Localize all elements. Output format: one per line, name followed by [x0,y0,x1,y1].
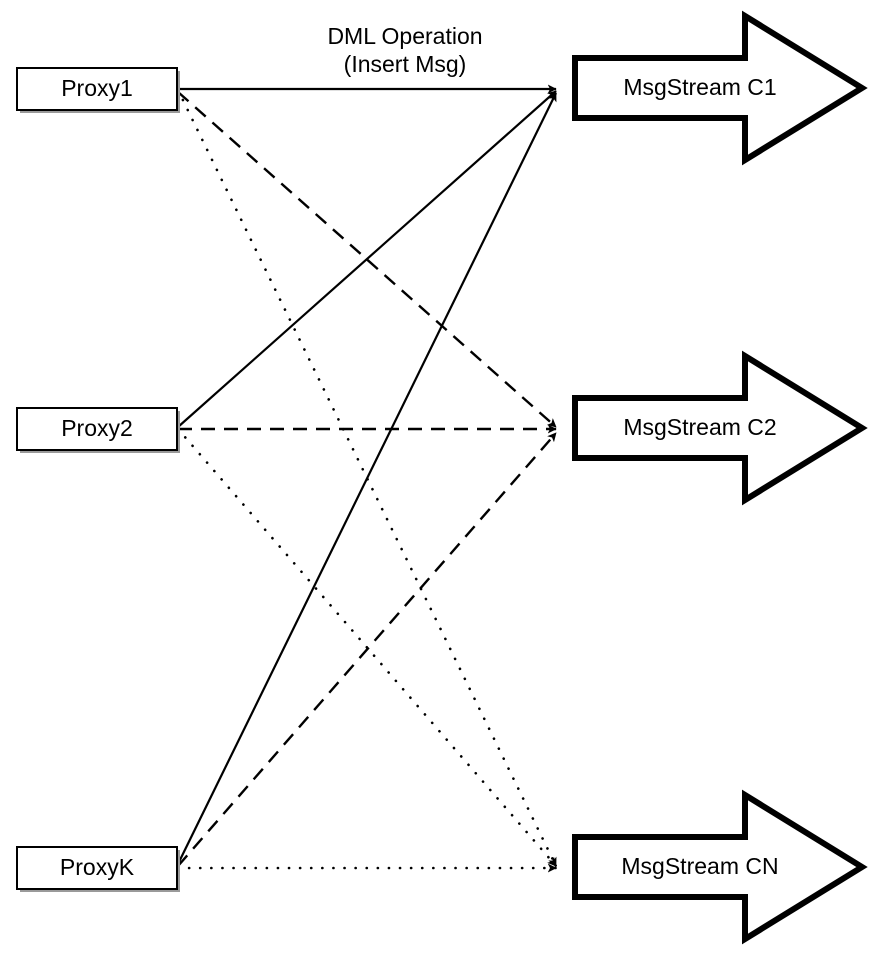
connection-group-dashed [177,91,557,867]
stream-node-c1[interactable]: MsgStream C1 [572,10,868,166]
proxyk-label: ProxyK [60,854,135,880]
edge-caption-line1: DML Operation [327,23,482,49]
stream-c1-arrow-shape[interactable] [572,10,868,166]
connection-proxy1-to-stream-cn [176,88,558,868]
connection-proxy1-to-stream-c2 [177,91,557,428]
proxyk-box[interactable] [16,846,178,890]
stream-cn-arrow-shape[interactable] [572,789,868,945]
proxy-node-proxy1[interactable]: Proxy1 [16,67,180,113]
stream-cn-label: MsgStream CN [621,853,778,879]
proxy-node-proxyk[interactable]: ProxyK [16,846,180,892]
proxy-node-proxy2[interactable]: Proxy2 [16,407,180,453]
stream-c1-label: MsgStream C1 [623,74,776,100]
connection-proxyk-to-stream-c2 [177,432,557,867]
connection-proxy2-to-stream-c1 [177,90,557,428]
stream-c2-arrow-shape[interactable] [572,350,868,506]
stream-c2-label: MsgStream C2 [623,414,776,440]
proxy2-box[interactable] [16,407,178,451]
connection-group-dotted [176,88,558,873]
connection-group-solid [177,84,557,865]
proxy1-box[interactable] [16,67,178,111]
edge-caption-dml-operation: DML Operation (Insert Msg) [327,23,482,77]
proxy1-label: Proxy1 [61,75,133,101]
connection-proxy2-to-stream-cn [176,427,558,868]
stream-node-c2[interactable]: MsgStream C2 [572,350,868,506]
stream-node-cn[interactable]: MsgStream CN [572,789,868,945]
edge-caption-line2: (Insert Msg) [344,51,467,77]
connection-proxyk-to-stream-c1 [177,92,557,865]
proxy2-label: Proxy2 [61,415,133,441]
